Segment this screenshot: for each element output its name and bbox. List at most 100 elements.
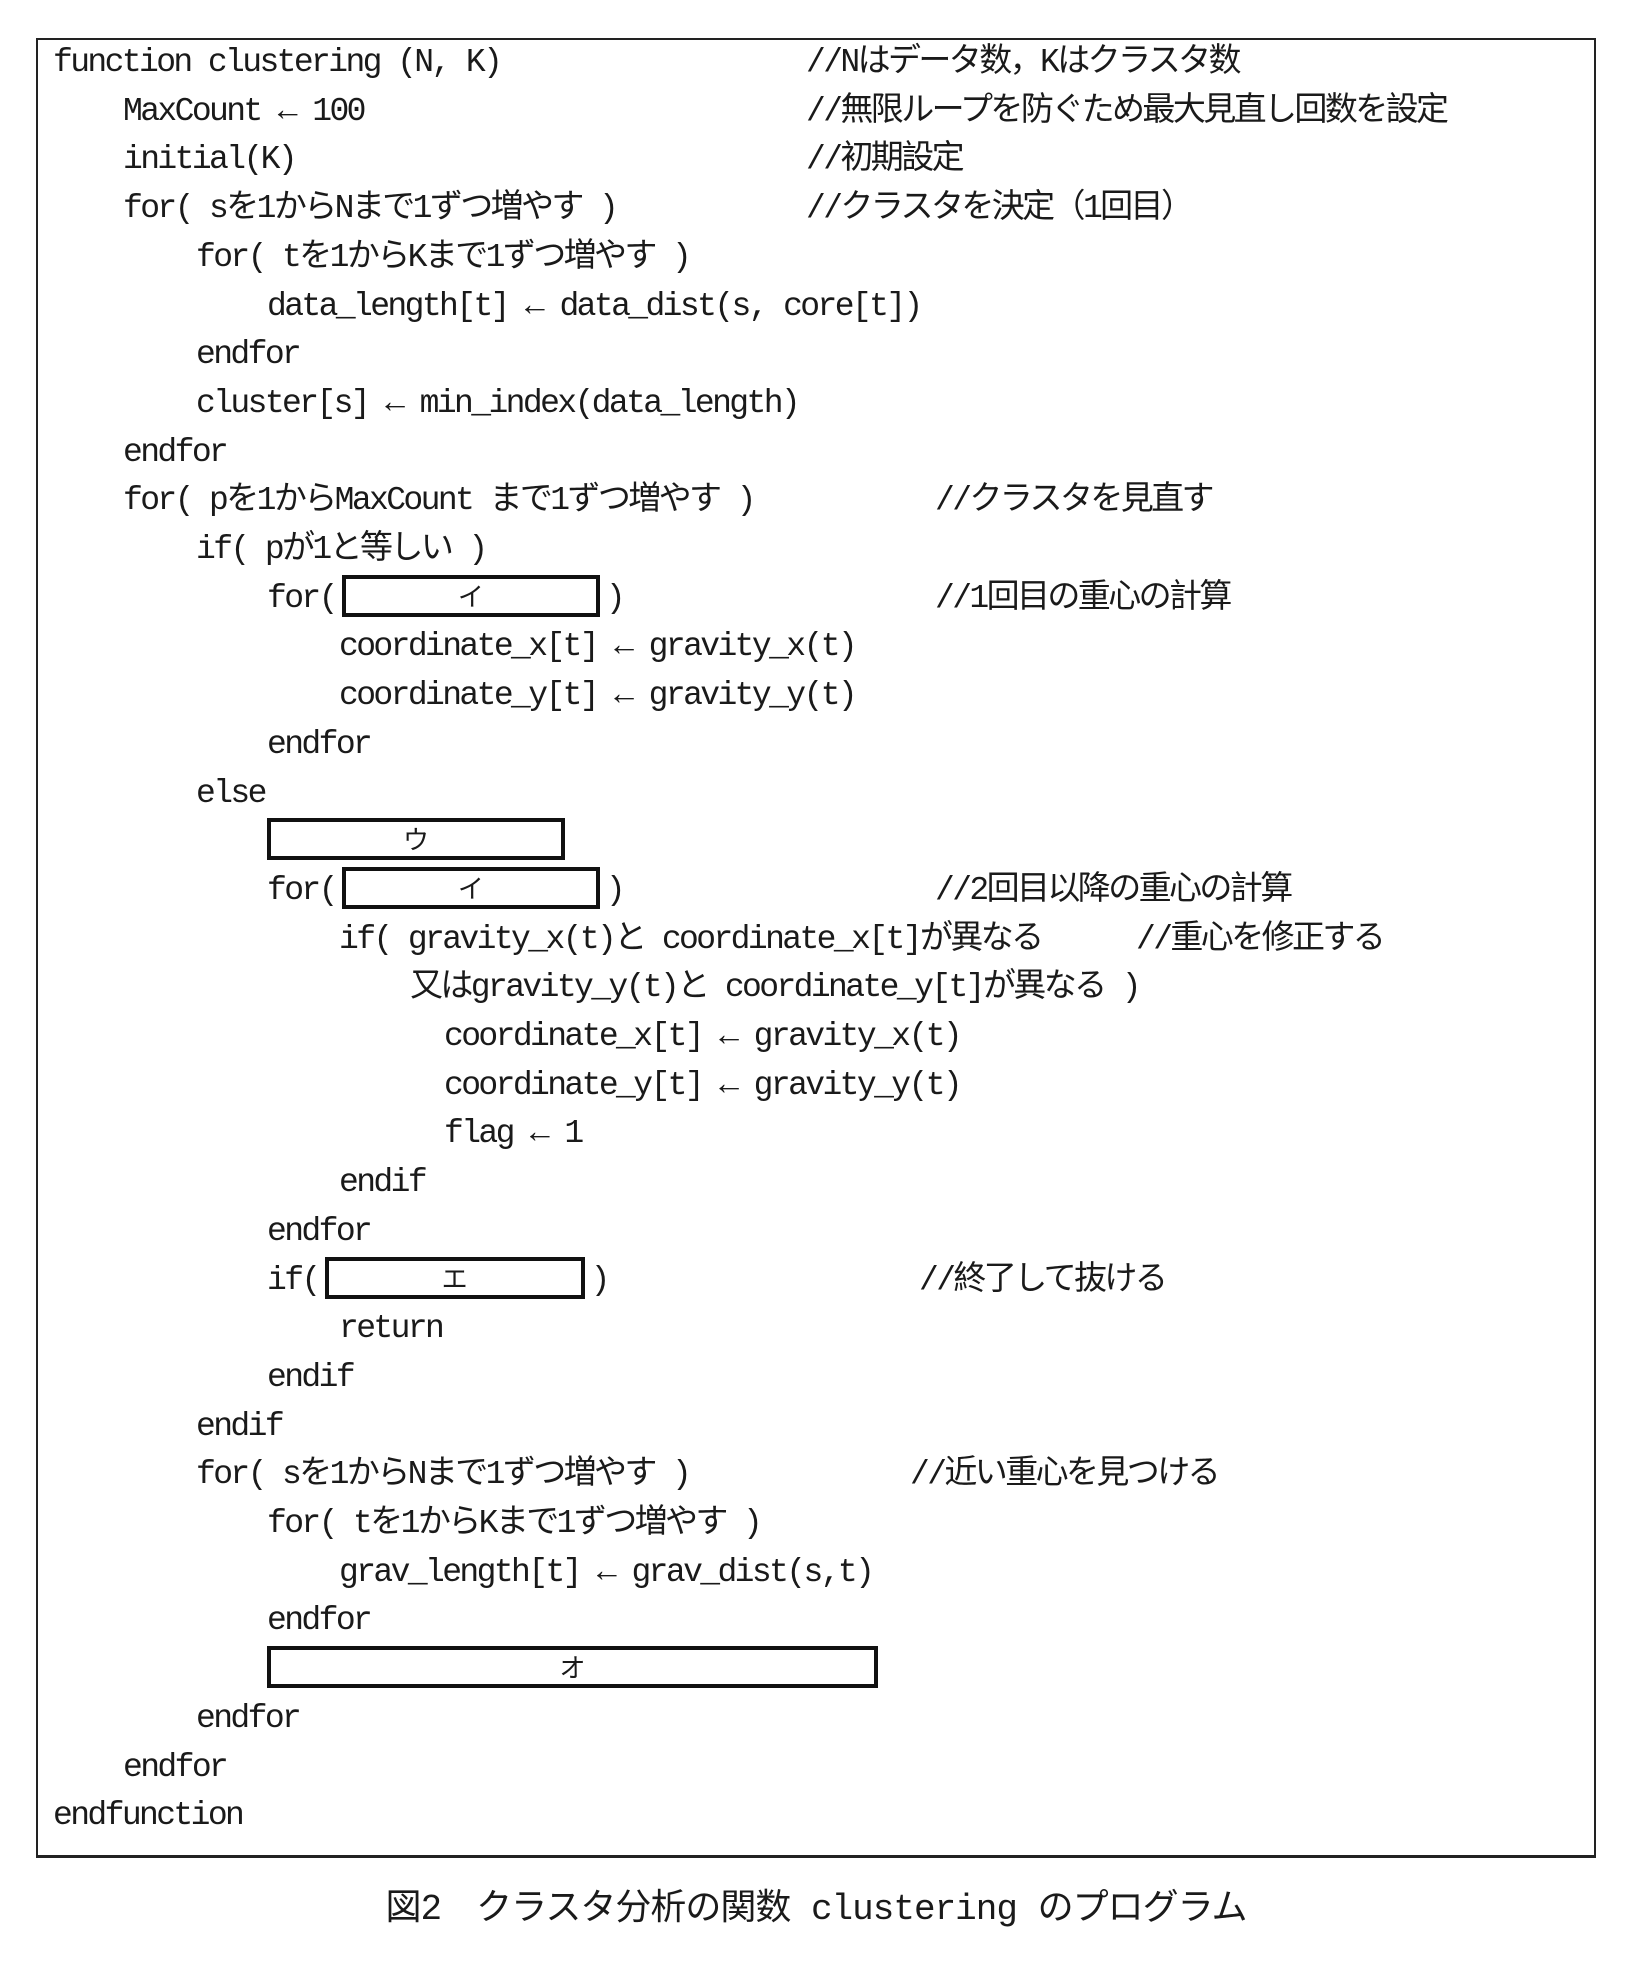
code-segment: )	[605, 579, 626, 617]
code-text: coordinate_y[t] ← gravity_y(t)	[444, 1062, 963, 1110]
code-segment: endfor	[196, 336, 302, 374]
code-line: coordinate_y[t] ← gravity_y(t)	[0, 672, 1632, 720]
code-text: for( sを1からNまで1ずつ増やす )	[196, 1451, 692, 1499]
code-segment: grav_length[t] ← grav_dist(s,t)	[339, 1553, 875, 1591]
code-line: オ	[0, 1646, 1632, 1694]
code-line: endif	[0, 1354, 1632, 1402]
code-segment: )	[590, 1261, 611, 1299]
code-text: for( pを1からMaxCount まで1ずつ増やす )	[123, 477, 756, 525]
code-segment: for(	[267, 579, 338, 617]
code-segment: for( tを1からKまで1ずつ増やす )	[196, 238, 692, 276]
code-text: if( gravity_x(t)と coordinate_x[t]が異なる	[339, 916, 1044, 964]
code-line: endfor	[0, 721, 1632, 769]
code-line: endfor	[0, 1208, 1632, 1256]
code-segment: endfor	[267, 725, 373, 763]
code-text: function clustering (N, K)	[53, 39, 503, 87]
code-line: flag ← 1	[0, 1110, 1632, 1158]
code-text: coordinate_y[t] ← gravity_y(t)	[339, 672, 858, 720]
code-line: for(イ) //2回目以降の重心の計算	[0, 867, 1632, 915]
code-line: coordinate_y[t] ← gravity_y(t)	[0, 1062, 1632, 1110]
answer-blank-イ: イ	[341, 574, 600, 617]
code-segment: flag ← 1	[444, 1115, 584, 1153]
code-line: endfor	[0, 1744, 1632, 1792]
code-text: endfunction	[53, 1792, 245, 1840]
code-segment: for( sを1からNまで1ずつ増やす )	[123, 190, 619, 228]
code-text: endif	[196, 1403, 285, 1451]
code-line: for( sを1からNまで1ずつ増やす )//クラスタを決定（1回目）	[0, 185, 1632, 233]
code-segment: endif	[196, 1407, 285, 1445]
code-segment: 又はgravity_y(t)と coordinate_y[t]が異なる )	[410, 969, 1142, 1007]
code-segment: coordinate_y[t] ← gravity_y(t)	[339, 677, 858, 715]
code-comment: //重心を修正する	[1136, 920, 1386, 958]
code-line: for( tを1からKまで1ずつ増やす )	[0, 1500, 1632, 1548]
code-segment: endif	[339, 1164, 428, 1202]
code-text: data_length[t] ← data_dist(s, core[t])	[267, 283, 923, 331]
code-line: 又はgravity_y(t)と coordinate_y[t]が異なる )	[0, 964, 1632, 1012]
code-line: if(エ) //終了して抜ける	[0, 1256, 1632, 1305]
code-comment: //近い重心を見つける	[910, 1456, 1221, 1494]
code-segment: endif	[267, 1358, 356, 1396]
code-segment: else	[196, 774, 267, 812]
code-text: for( sを1からNまで1ずつ増やす )	[123, 185, 619, 233]
code-segment: coordinate_x[t] ← gravity_x(t)	[444, 1018, 963, 1055]
code-segment: if( pが1と等しい )	[196, 531, 488, 568]
code-text: coordinate_x[t] ← gravity_x(t)	[339, 623, 858, 671]
code-segment: MaxCount ← 100	[123, 92, 366, 130]
code-line: endif	[0, 1159, 1632, 1207]
code-text: cluster[s] ← min_index(data_length)	[196, 380, 801, 428]
code-comment: //終了して抜ける	[919, 1261, 1168, 1299]
code-text: initial(K)	[123, 136, 298, 184]
code-text: if( pが1と等しい )	[196, 526, 488, 574]
code-segment: for( tを1からKまで1ずつ増やす )	[267, 1505, 763, 1542]
code-segment: for( pを1からMaxCount まで1ずつ増やす )	[123, 482, 756, 520]
code-comment: //無限ループを防ぐため最大見直し回数を設定	[806, 92, 1449, 130]
code-text: endfor	[267, 721, 373, 769]
answer-blank-オ: オ	[267, 1646, 878, 1689]
code-comment: //Nはデータ数，Kはクラスタ数	[806, 44, 1242, 81]
answer-blank-イ: イ	[341, 867, 600, 910]
code-line: ウ	[0, 818, 1632, 866]
code-segment: endfor	[267, 1212, 373, 1250]
code-segment: )	[605, 871, 626, 909]
code-text: for(イ)	[267, 867, 626, 915]
code-text: for(イ)	[267, 574, 626, 623]
code-line: else	[0, 770, 1632, 818]
code-line: for( tを1からKまで1ずつ増やす )	[0, 234, 1632, 282]
code-text: endfor	[123, 429, 229, 477]
code-line: coordinate_x[t] ← gravity_x(t)	[0, 1013, 1632, 1061]
code-line: endfor	[0, 1695, 1632, 1743]
code-segment: endfor	[123, 433, 229, 471]
code-text: return	[339, 1305, 445, 1353]
code-line: endfor	[0, 331, 1632, 379]
answer-blank-エ: エ	[324, 1256, 585, 1299]
code-text: 又はgravity_y(t)と coordinate_y[t]が異なる )	[410, 964, 1142, 1012]
code-segment: if( gravity_x(t)と coordinate_x[t]が異なる	[339, 920, 1044, 958]
code-segment: function clustering (N, K)	[53, 44, 503, 81]
code-segment: return	[339, 1310, 445, 1348]
answer-blank-ウ: ウ	[267, 818, 565, 861]
code-text: ウ	[267, 818, 571, 866]
code-line: for(イ) //1回目の重心の計算	[0, 574, 1632, 623]
code-segment: for( sを1からNまで1ずつ増やす )	[196, 1456, 692, 1494]
code-line: for( sを1からNまで1ずつ増やす ) //近い重心を見つける	[0, 1451, 1632, 1499]
code-line: function clustering (N, K) //Nはデータ数，Kはクラス…	[0, 39, 1632, 87]
code-segment: endfor	[196, 1699, 302, 1737]
code-text: endfor	[267, 1597, 373, 1645]
code-text: grav_length[t] ← grav_dist(s,t)	[339, 1549, 875, 1597]
code-text: flag ← 1	[444, 1110, 584, 1158]
code-text: endif	[339, 1159, 428, 1207]
code-line: endfor	[0, 429, 1632, 477]
code-text: endfor	[123, 1744, 229, 1792]
code-line: data_length[t] ← data_dist(s, core[t])	[0, 283, 1632, 331]
code-segment: if(	[267, 1261, 321, 1299]
code-comment: //1回目の重心の計算	[935, 579, 1232, 617]
code-segment: coordinate_x[t] ← gravity_x(t)	[339, 628, 858, 666]
code-line: coordinate_x[t] ← gravity_x(t)	[0, 623, 1632, 671]
program-frame	[36, 38, 1596, 1858]
code-line: if( pが1と等しい )	[0, 526, 1632, 574]
code-segment: endfunction	[53, 1797, 245, 1835]
code-line: initial(K)//初期設定	[0, 136, 1632, 184]
code-segment: initial(K)	[123, 141, 298, 179]
code-comment: //2回目以降の重心の計算	[935, 871, 1293, 909]
code-line: grav_length[t] ← grav_dist(s,t)	[0, 1549, 1632, 1597]
